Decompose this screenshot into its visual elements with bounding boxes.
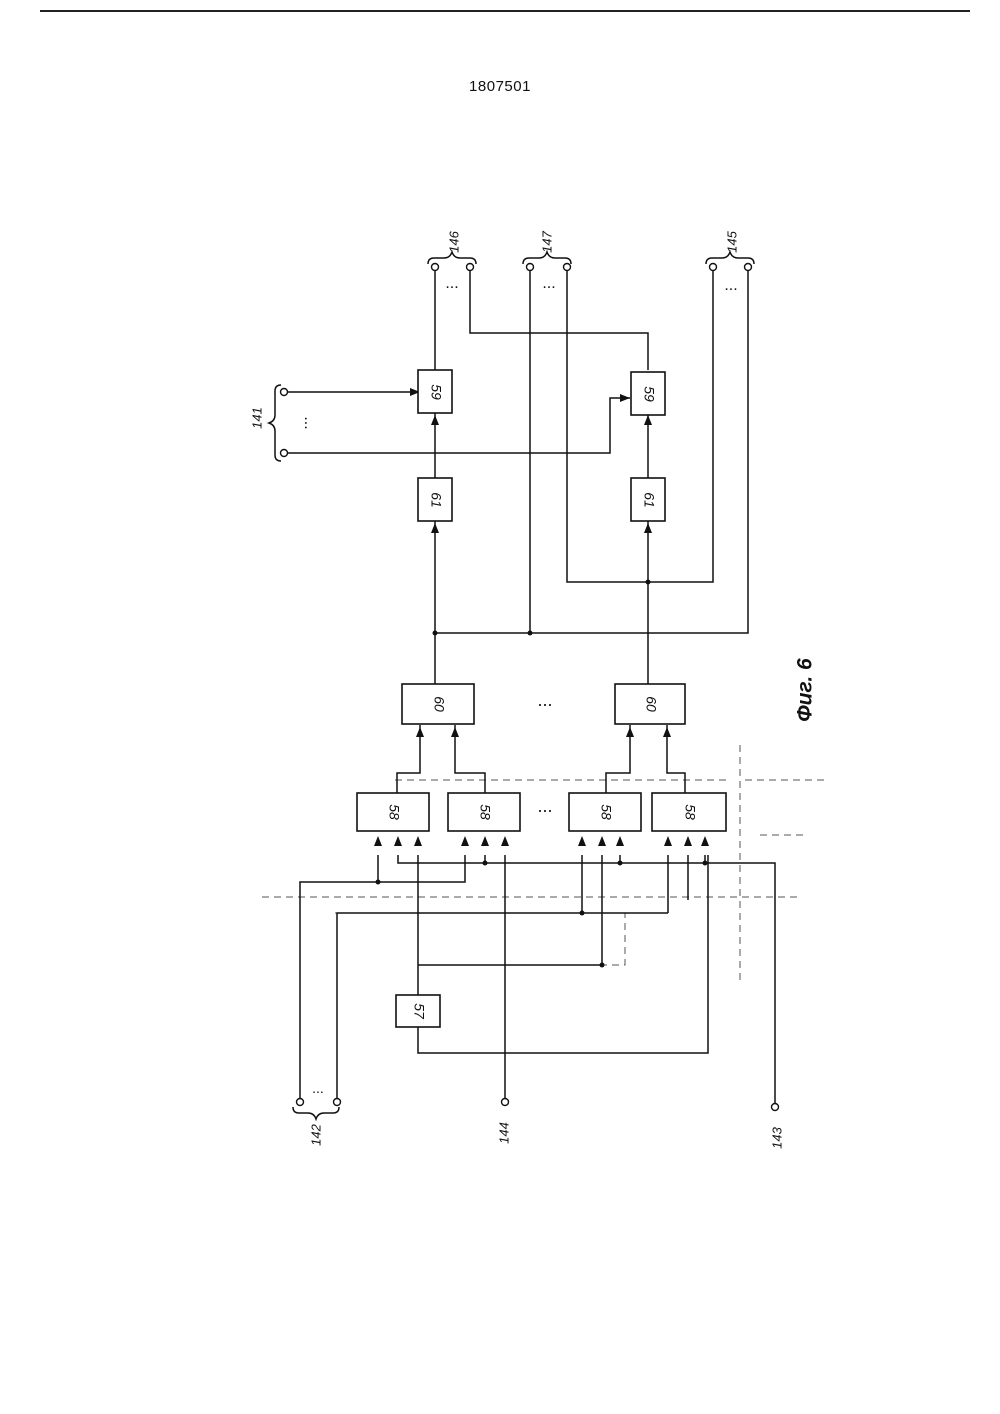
block-58-2-label: 58 — [477, 804, 493, 820]
block-58-2: 58 — [448, 793, 520, 831]
block-61-2: 61 — [631, 478, 665, 521]
ellipsis-146: ... — [445, 275, 458, 292]
wiring — [287, 270, 775, 1103]
block-61-1-label: 61 — [428, 492, 444, 508]
ellipsis-60: ... — [537, 690, 552, 710]
block-61-1: 61 — [418, 478, 452, 521]
block-58-4: 58 — [652, 793, 726, 831]
block-57: 57 — [396, 995, 440, 1027]
block-60-2-label: 60 — [643, 696, 659, 712]
block-59-1-label: 59 — [428, 384, 444, 400]
terminal-label-145: 145 — [724, 230, 739, 252]
terminal-label-144: 144 — [496, 1122, 511, 1144]
block-60-2: 60 — [615, 684, 685, 724]
block-60-1-label: 60 — [431, 696, 447, 712]
block-59-2-label: 59 — [641, 386, 657, 402]
block-58-3-label: 58 — [598, 804, 614, 820]
ellipsis-141: ... — [301, 416, 318, 429]
block-60-1: 60 — [402, 684, 474, 724]
ellipsis-145: ... — [724, 277, 737, 294]
ellipsis-58: ... — [537, 796, 552, 816]
block-58-1-label: 58 — [386, 804, 402, 820]
ellipsis-142: ... — [312, 1080, 324, 1096]
block-59-1: 59 — [418, 370, 452, 413]
figure-caption: Фиг. 6 — [794, 658, 817, 722]
block-61-2-label: 61 — [641, 492, 657, 508]
block-57-label: 57 — [411, 1003, 427, 1020]
block-58-1: 58 — [357, 793, 429, 831]
arrowheads — [374, 388, 709, 846]
block-58-4-label: 58 — [682, 804, 698, 820]
block-59-2: 59 — [631, 372, 665, 415]
terminal-label-143: 143 — [769, 1126, 784, 1148]
junctions — [376, 580, 708, 968]
terminal-label-147: 147 — [539, 230, 554, 252]
terminal-label-141: 141 — [249, 407, 264, 429]
terminal-label-146: 146 — [446, 230, 461, 252]
ellipsis-147: ... — [542, 275, 555, 292]
terminal-label-142: 142 — [308, 1123, 323, 1145]
block-58-3: 58 — [569, 793, 641, 831]
